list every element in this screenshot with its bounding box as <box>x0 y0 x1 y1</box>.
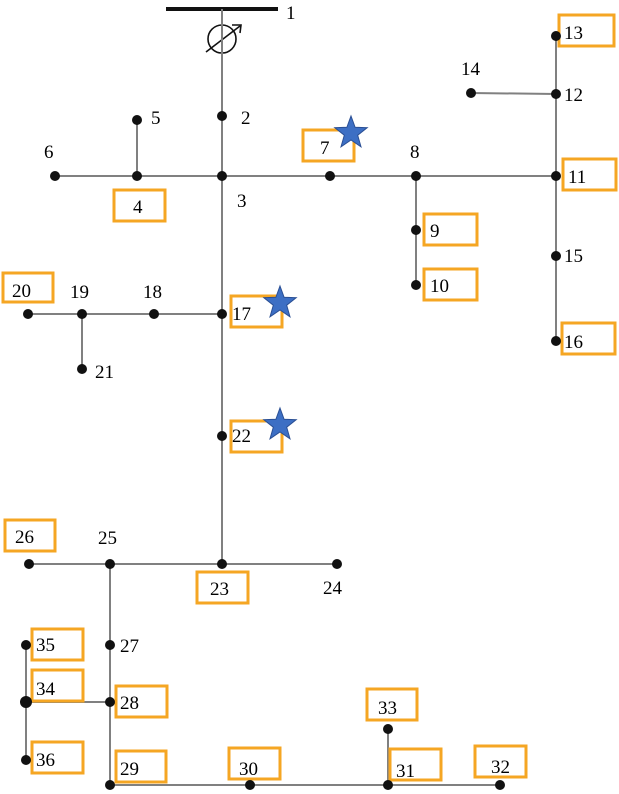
node-11-box <box>561 157 618 192</box>
node-29-label: 29 <box>120 759 139 780</box>
node-28-box <box>114 684 169 719</box>
node-8-label: 8 <box>410 142 420 163</box>
node-28-dot <box>105 697 115 707</box>
node-7-star-icon <box>333 114 369 148</box>
node-20-dot <box>23 309 33 319</box>
node-8-dot <box>411 171 421 181</box>
node-10-box <box>422 267 479 302</box>
node-17-star-icon <box>262 284 298 318</box>
generator-symbol-icon <box>205 24 242 54</box>
node-3-label: 3 <box>237 191 247 212</box>
node-14-dot <box>466 88 476 98</box>
node-22-label: 22 <box>232 426 251 447</box>
node-13-box <box>557 13 616 48</box>
node-33-box <box>365 687 419 722</box>
node-30-label: 30 <box>239 759 258 780</box>
node-19-label: 19 <box>70 282 89 303</box>
node-22-dot <box>217 431 227 441</box>
node-36-dot <box>21 755 31 765</box>
node-5-label: 5 <box>151 108 161 129</box>
node-14-label: 14 <box>461 59 481 80</box>
node-9-label: 9 <box>430 221 440 242</box>
node-2-label: 2 <box>241 108 251 129</box>
node-13-dot <box>551 31 561 41</box>
node-20-box <box>1 271 55 304</box>
node-17-dot <box>217 309 227 319</box>
node-32-dot <box>495 780 505 790</box>
node-18-dot <box>149 309 159 319</box>
node-25-label: 25 <box>98 528 117 549</box>
node-25-dot <box>105 559 115 569</box>
edge-12-14 <box>470 92 557 95</box>
node-33-label: 33 <box>378 698 397 719</box>
node-2-dot <box>217 111 227 121</box>
node-22-star-icon <box>262 406 298 440</box>
node-35-label: 35 <box>36 635 55 656</box>
node-26-box <box>3 518 57 553</box>
node-15-label: 15 <box>564 246 583 267</box>
node-35-dot <box>21 640 31 650</box>
node-7-label: 7 <box>320 138 330 159</box>
node-6-dot <box>50 171 60 181</box>
node-30-dot <box>245 780 255 790</box>
node-33-dot <box>383 724 393 734</box>
node-13-label: 13 <box>564 23 583 44</box>
node-26-dot <box>24 559 34 569</box>
node-18-label: 18 <box>143 282 162 303</box>
node-34-label: 34 <box>36 679 56 700</box>
node-36-box <box>30 740 85 775</box>
node-7-dot <box>325 171 335 181</box>
node-9-box <box>422 212 479 247</box>
node-19-dot <box>77 309 87 319</box>
node-29-box <box>114 749 168 784</box>
node-27-dot <box>105 640 115 650</box>
node-15-dot <box>551 251 561 261</box>
node-4-label: 4 <box>133 197 143 218</box>
node-27-label: 27 <box>120 636 139 657</box>
node-21-label: 21 <box>95 362 114 383</box>
node-32-label: 32 <box>491 757 510 778</box>
node-17-label: 17 <box>232 304 251 325</box>
node-30-box <box>227 746 282 781</box>
node-22-box <box>229 419 284 454</box>
node-12-dot <box>551 89 561 99</box>
node-34-box <box>30 668 85 703</box>
node-21-dot <box>77 364 87 374</box>
node-32-box <box>473 744 528 779</box>
node-23-box <box>195 570 250 605</box>
node-28-label: 28 <box>120 693 139 714</box>
node-7-box <box>301 128 356 163</box>
node-26-label: 26 <box>15 527 34 548</box>
node-16-dot <box>551 336 561 346</box>
node-4-dot <box>132 171 142 181</box>
node-11-dot <box>551 171 561 181</box>
node-5-dot <box>132 115 142 125</box>
node-31-label: 31 <box>396 761 415 782</box>
node-20-label: 20 <box>12 281 31 302</box>
node-31-box <box>388 747 443 782</box>
node-16-box <box>560 321 617 356</box>
node-4-box <box>112 188 167 223</box>
node-35-box <box>30 627 85 662</box>
node-24-dot <box>332 559 342 569</box>
node-12-label: 12 <box>564 85 583 106</box>
node-11-label: 11 <box>568 167 586 188</box>
node-36-label: 36 <box>36 750 55 771</box>
node-3-dot <box>217 171 227 181</box>
source-bus-label: 1 <box>286 3 296 24</box>
node-34-dot <box>20 696 32 708</box>
node-23-dot <box>217 559 227 569</box>
node-10-label: 10 <box>430 276 449 297</box>
edge-layer <box>25 24 557 786</box>
node-23-label: 23 <box>210 579 229 600</box>
node-6-label: 6 <box>44 142 54 163</box>
node-16-label: 16 <box>564 332 583 353</box>
node-24-label: 24 <box>323 578 343 599</box>
node-9-dot <box>411 225 421 235</box>
node-29-dot <box>105 780 115 790</box>
node-10-dot <box>411 280 421 290</box>
node-31-dot <box>383 780 393 790</box>
